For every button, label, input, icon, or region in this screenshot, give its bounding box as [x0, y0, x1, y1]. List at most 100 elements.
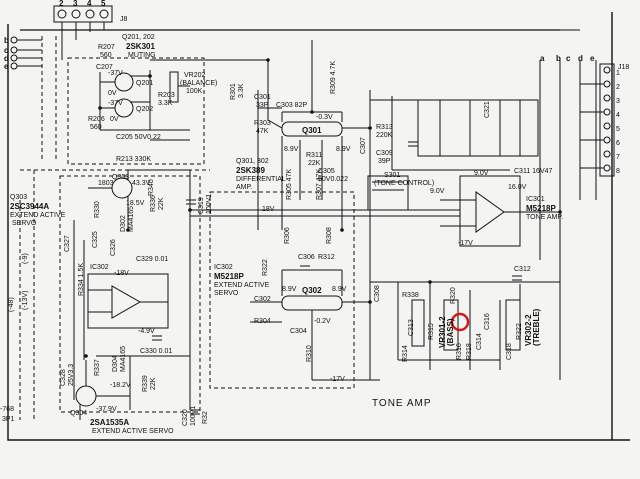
q201-part: 2SK301: [126, 42, 155, 51]
r207-label: R207: [98, 44, 115, 51]
c308-label: C308: [374, 285, 381, 302]
r318-label: R318: [466, 343, 473, 360]
ic301-part: M5218P: [526, 204, 556, 213]
v18-rail: 18V: [262, 206, 275, 213]
c316-label: C316: [484, 313, 491, 330]
r338-label: R338: [402, 292, 419, 299]
connector-j18: J18: [618, 64, 630, 71]
c303-label: C303 82P: [276, 102, 308, 109]
v-neg49: -4.9V: [138, 328, 155, 335]
j18-pin-5: 5: [616, 126, 620, 133]
r336-label: R336: [150, 195, 157, 212]
v-433: 43.3V: [132, 180, 151, 187]
j18-pin-8: 8: [616, 168, 620, 175]
r339-label: R339: [142, 375, 149, 392]
ic301-func: TONE AMP.: [526, 214, 564, 221]
c318-label: C318: [506, 343, 513, 360]
r213-label: R213 330K: [116, 156, 152, 163]
ic301-label: IC301: [526, 196, 545, 203]
s301-desc: (TONE CONTROL): [374, 180, 435, 187]
v-neg02: -0.2V: [314, 318, 331, 325]
vr202-label: VR202: [184, 72, 206, 79]
q303-ref: Q303: [112, 174, 130, 181]
r311-label: R311: [306, 152, 323, 159]
left-pin-c: c: [4, 46, 9, 55]
c305-label: C305: [318, 168, 335, 175]
c327-label: C327: [64, 235, 71, 252]
r322-label: R322: [262, 259, 269, 276]
left-768: -768: [0, 406, 15, 413]
tone-amp-title: TONE AMP: [372, 398, 432, 409]
highlight-marker: [450, 312, 470, 332]
v-89-c: 8.9V: [282, 286, 297, 293]
r311-value: 22K: [308, 160, 321, 167]
v-0-a: 0V: [108, 90, 117, 97]
v-89-d: 8.9V: [332, 286, 347, 293]
ic302-func-2: SERVO: [214, 290, 239, 297]
c329-label: C329 0.01: [136, 256, 169, 263]
r340-label: R340: [148, 179, 155, 196]
r334-label: R334 1.5K: [78, 262, 85, 296]
r315-label: R315: [428, 323, 435, 340]
r330-label: R330: [94, 201, 101, 218]
q301-302-refs: Q301, 302: [236, 158, 269, 165]
ic302-part: M5218P: [214, 272, 244, 281]
pin-5: 5: [101, 0, 106, 8]
q201-refs: Q201, 202: [122, 34, 155, 41]
left-neg13v: (-13V): [22, 290, 29, 310]
q304-func: EXTEND ACTIVE SERVO: [92, 428, 174, 435]
q303-part: 2SC3944A: [10, 202, 50, 211]
v-neg177: -17V: [458, 240, 473, 247]
v-neg37-b: -37V: [108, 100, 123, 107]
r313-value: 220K: [376, 132, 393, 139]
q301-label: Q301: [302, 126, 322, 135]
c207-label: C207: [96, 64, 113, 71]
r312-label: R312: [318, 254, 335, 261]
c205-label: C205 50V0.22: [116, 134, 161, 141]
vr202-value: 100K: [186, 88, 203, 95]
c319-value: 100V1: [206, 193, 213, 214]
vr202-desc: (BALANCE): [180, 80, 218, 87]
left-neg9: (-9): [22, 253, 29, 264]
v-185: 18.5V: [126, 200, 145, 207]
c328-label: C328: [60, 369, 67, 386]
r310-label: R310: [306, 345, 313, 362]
c328-value: 25V3.3: [68, 363, 75, 386]
connector-j8: J8: [120, 16, 128, 23]
q304-label: Q304: [70, 410, 88, 417]
j18-pin-1: 1: [616, 70, 620, 77]
v-neg37-a: -37V: [108, 70, 123, 77]
r203-label: R203: [158, 92, 175, 99]
r309-label: R309 4.7K: [330, 60, 337, 94]
right-letter-c: c: [566, 54, 571, 63]
v-neg17: -17V: [330, 376, 345, 383]
q201-func: MUTING: [128, 52, 156, 59]
r320-label: R320: [450, 287, 457, 304]
left-pin-d: d: [4, 54, 9, 63]
treble-label: (TREBLE): [532, 308, 541, 346]
r203-value: 3.3K: [158, 100, 173, 107]
r207-value: 560: [100, 52, 112, 59]
ic302-func-1: EXTEND ACTIVE: [214, 282, 270, 289]
r336-value: 22K: [158, 197, 165, 210]
q304-part: 2SA1535A: [90, 418, 130, 427]
d302-label: D302: [120, 215, 127, 232]
c305-value: 50V0.022: [318, 176, 348, 183]
ic302-label: IC302: [214, 264, 233, 271]
d304-part: MA4165: [120, 345, 127, 372]
r301-label: R301: [230, 83, 237, 100]
right-letter-e: e: [590, 54, 595, 63]
v-90-b: 9.0V: [474, 170, 489, 177]
left-3p1: 3P1: [2, 416, 15, 423]
r303-label: R303: [254, 120, 271, 127]
v-0-b: 0V: [110, 116, 119, 123]
r316-label: R316: [456, 343, 463, 360]
d303-label: 1803: [98, 180, 114, 187]
j18-pin-6: 6: [616, 140, 620, 147]
c309-value: 39P: [378, 158, 391, 165]
c321-label: C321: [484, 101, 491, 118]
c326-label: C326: [110, 239, 117, 256]
v-neg18: -18V: [114, 270, 129, 277]
